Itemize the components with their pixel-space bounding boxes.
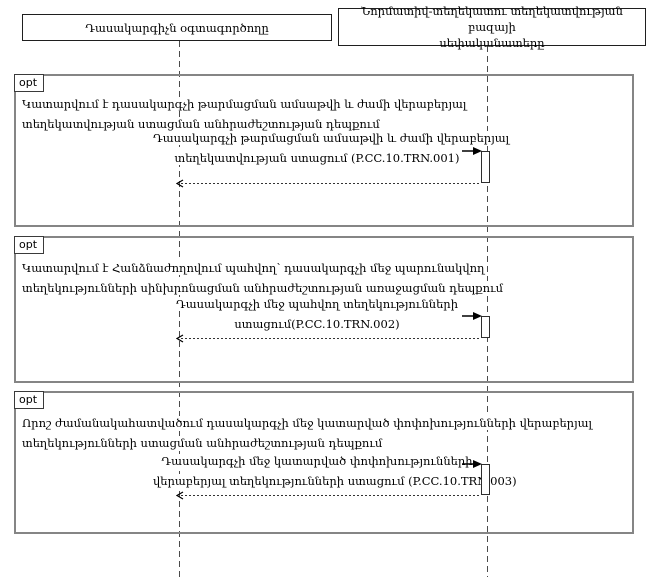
- return-message-dashed-3: [181, 495, 481, 496]
- return-arrowhead-left-icon: [176, 334, 184, 343]
- opt-operator-label: opt: [14, 236, 44, 254]
- opt-fragment-3: opt Որոշ ժամանակահատվածում դասակարգչի մե…: [14, 391, 634, 534]
- opt-operator-label: opt: [14, 74, 44, 92]
- activation-bar-3: [481, 464, 490, 495]
- opt-fragment-2: opt Կատարվում է Հանձնաժողովում պահվող՝ դ…: [14, 236, 634, 383]
- return-message-dashed-2: [181, 338, 481, 339]
- guard-condition: Որոշ ժամանակահատվածում դասակարգչի մեջ կա…: [21, 416, 594, 450]
- guard-condition: Կատարվում է Հանձնաժողովում պահվող՝ դասակ…: [21, 261, 505, 295]
- opt-fragment-1: opt Կատարվում է դասակարգչի թարմացման ամս…: [14, 74, 634, 227]
- opt-operator-label: opt: [14, 391, 44, 409]
- message-label: Դասակարգչի թարմացման ամսաթվի և ժամի վերա…: [152, 131, 511, 165]
- guard-condition: Կատարվում է դասակարգչի թարմացման ամսաթվի…: [21, 97, 468, 131]
- activation-bar-2: [481, 316, 490, 338]
- call-arrowhead-right-icon: [462, 147, 482, 155]
- message-label: Դասակարգչի մեջ պահվող տեղեկությունների ս…: [174, 297, 459, 331]
- message-label: Դասակարգչի մեջ կատարված փոփոխությունների…: [152, 454, 518, 488]
- call-arrowhead-right-icon: [462, 460, 482, 468]
- actor-label: Դասակարգիչն օգտագործողը: [85, 20, 269, 35]
- actor-box-database-owner: Նորմատիվ-տեղեկատու տեղեկատվության բազայի…: [338, 4, 646, 50]
- call-arrowhead-right-icon: [462, 312, 482, 320]
- activation-bar-1: [481, 151, 490, 183]
- actor-label-line1: Նորմատիվ-տեղեկատու տեղեկատվության բազայի: [361, 4, 623, 34]
- actor-label-line2: սեփականատերը: [439, 36, 545, 50]
- lifeline-database-owner: [487, 46, 488, 577]
- return-message-dashed-1: [181, 183, 481, 184]
- actor-box-classifier-user: Դասակարգիչն օգտագործողը: [22, 14, 332, 41]
- return-arrowhead-left-icon: [176, 179, 184, 188]
- return-arrowhead-left-icon: [176, 491, 184, 500]
